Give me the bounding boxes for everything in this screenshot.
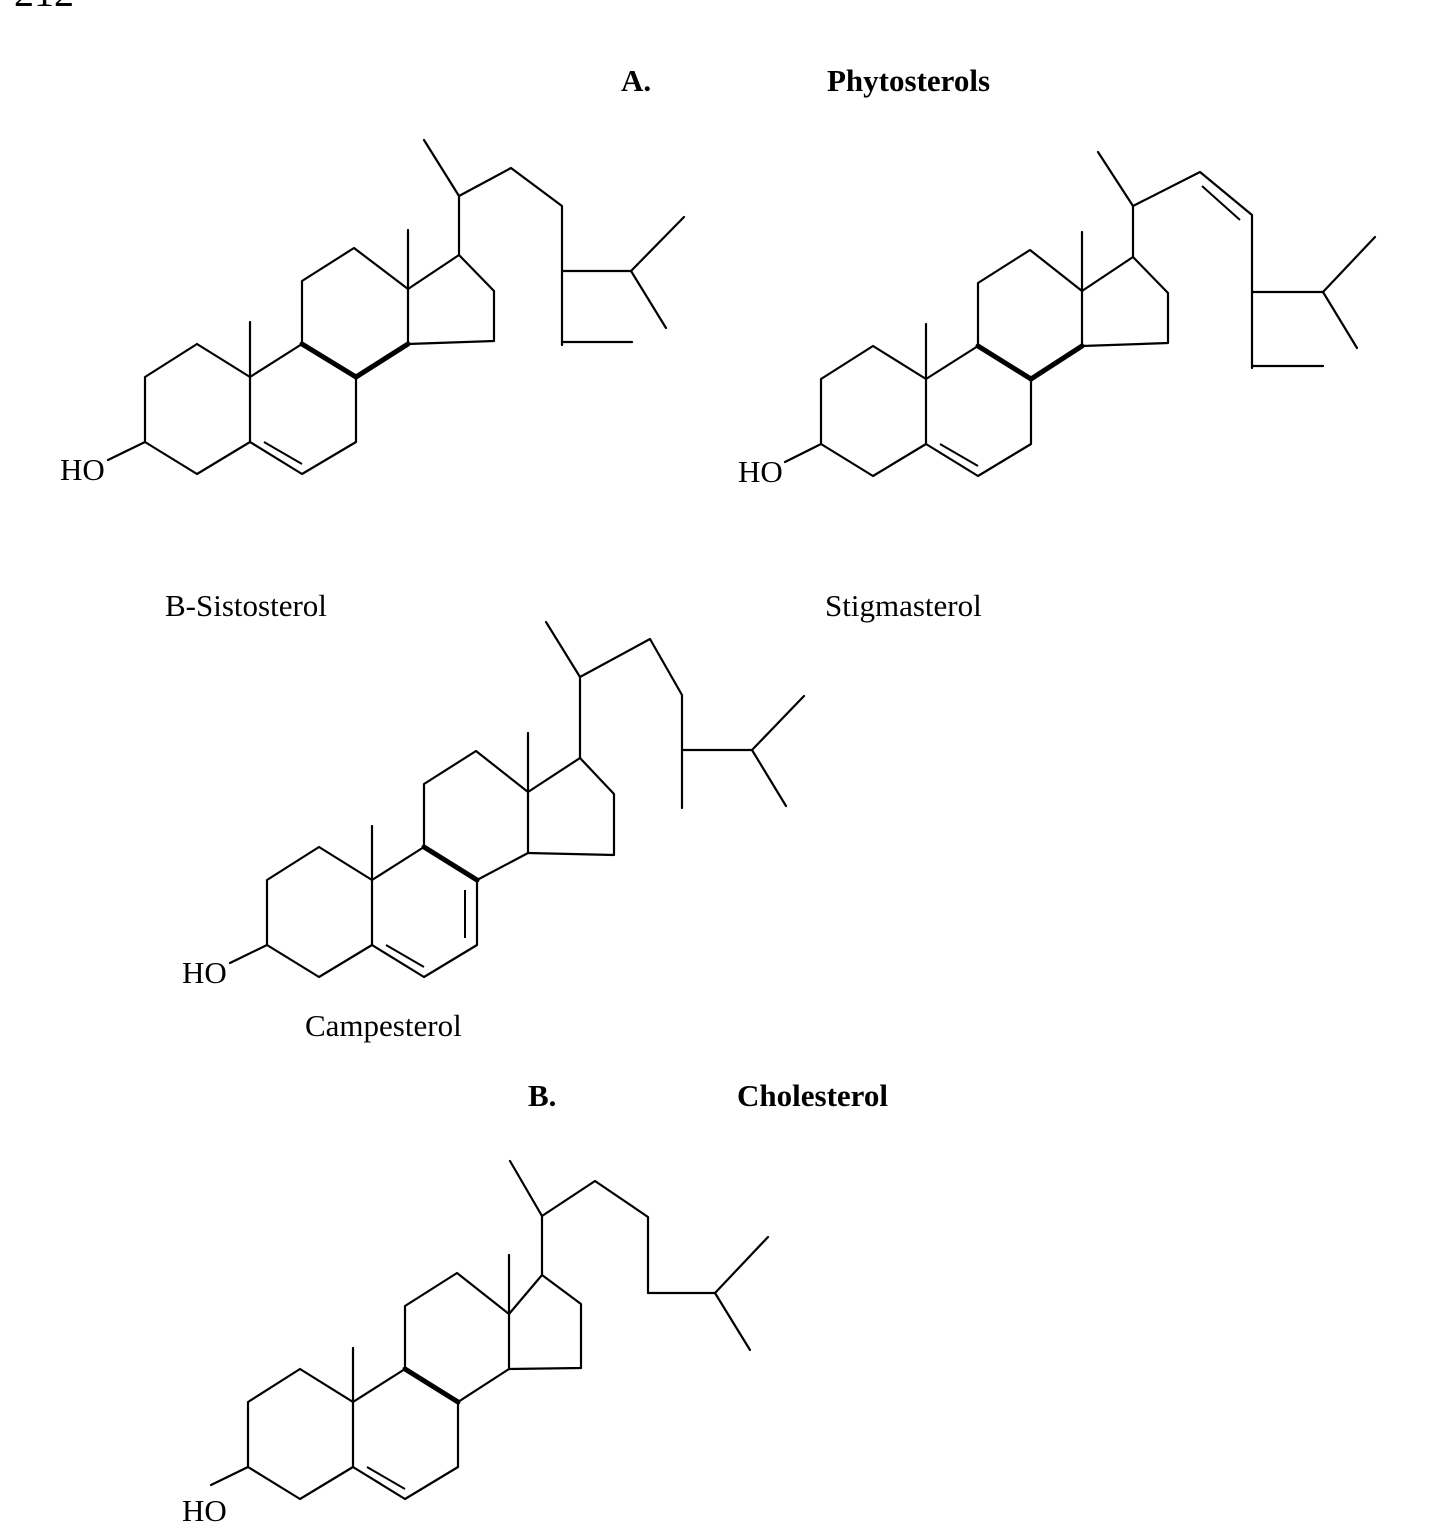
page-number: 212 [14,0,74,15]
stigmasterol-name: Stigmasterol [825,588,982,623]
campesterol-ho-label: HO [182,955,227,990]
section-b-letter: B. [528,1078,556,1113]
b-sitosterol-name: B-Sistosterol [165,588,327,623]
campesterol-structure: HO [182,620,806,990]
section-b-title: Cholesterol [737,1078,888,1113]
section-a-title: Phytosterols [827,63,990,98]
campesterol-name: Campesterol [305,1008,462,1043]
stigmasterol-ho-label: HO [738,454,783,489]
section-a-letter: A. [621,63,651,98]
cholesterol-ho-label: HO [182,1493,227,1528]
b-sitosterol-structure: HO [60,138,686,487]
b-sitosterol-ho-label: HO [60,452,105,487]
cholesterol-structure: HO [182,1159,770,1528]
stigmasterol-structure: HO [738,150,1377,489]
